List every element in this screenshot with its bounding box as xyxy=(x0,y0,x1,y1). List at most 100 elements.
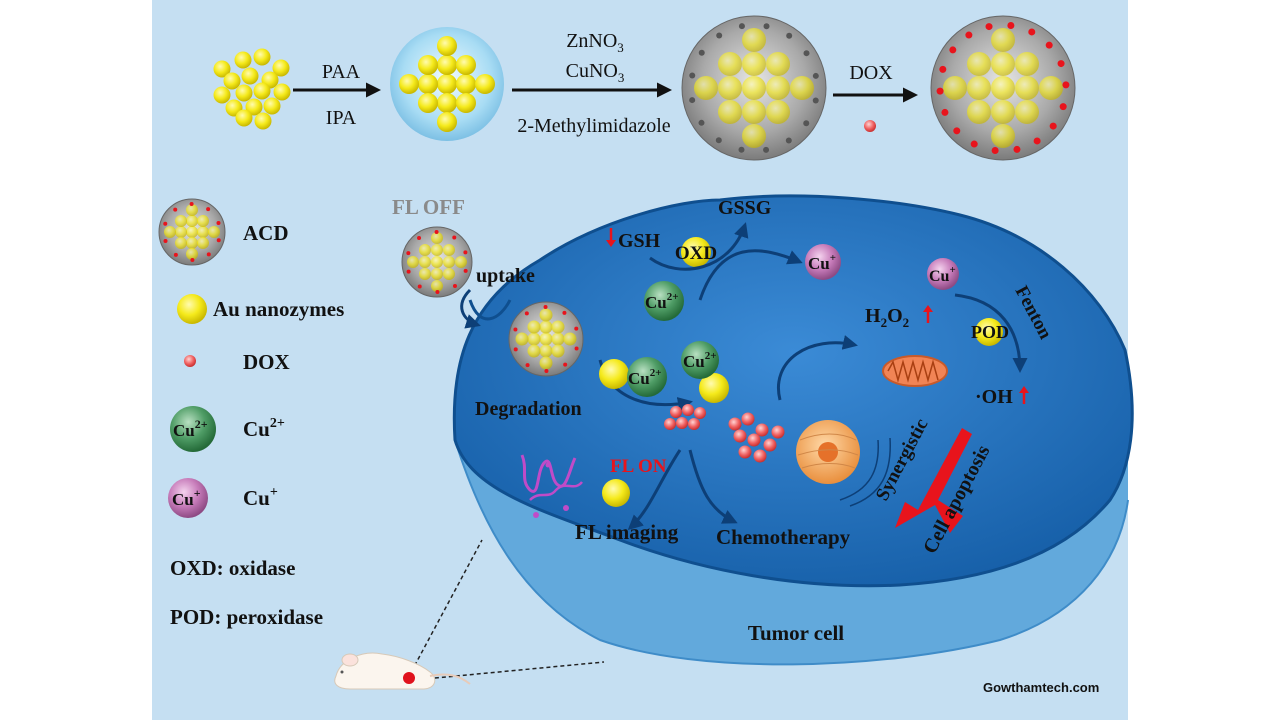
au-core-particle xyxy=(742,100,766,124)
au-core-particle xyxy=(186,204,198,216)
au-core-particle xyxy=(437,74,457,94)
au-core-particle xyxy=(551,344,565,358)
dox-molecule xyxy=(733,429,747,443)
dox-loaded-dot xyxy=(435,289,440,294)
shell-pore xyxy=(763,23,770,30)
au-core-particle xyxy=(1039,76,1063,100)
dox-loaded-dot xyxy=(1007,21,1015,29)
acd-particle-final xyxy=(930,15,1076,161)
svg-text:Cu2+: Cu2+ xyxy=(683,350,717,371)
svg-text:OXD: OXD xyxy=(675,243,717,264)
fl-on-label: FL ON xyxy=(610,456,667,477)
dox-molecule xyxy=(664,418,676,430)
chemo-to-h2o2-arrow xyxy=(777,335,858,401)
au-core-particle xyxy=(551,320,565,334)
dox-loaded-dot xyxy=(1045,41,1053,49)
dox-loaded-dot xyxy=(417,284,422,289)
au-core-particle xyxy=(443,244,455,256)
dox-loaded-dot xyxy=(173,207,178,212)
step2-label-cuno3: CuNO3 xyxy=(566,60,625,85)
svg-text:ACD: ACD xyxy=(243,221,289,245)
nucleus xyxy=(796,420,891,507)
au-core-particle xyxy=(991,124,1015,148)
au-core-particle xyxy=(694,76,718,100)
dox-loaded-dot xyxy=(953,127,961,135)
au-nanoparticle xyxy=(235,109,253,127)
dox-loaded-dot xyxy=(434,230,439,235)
au-core-particle xyxy=(437,93,457,113)
au-core-particle xyxy=(551,332,565,346)
au-core-particle xyxy=(967,100,991,124)
legend-acd: ACD xyxy=(158,198,289,266)
dox-loaded-dot xyxy=(574,346,579,351)
dox-loaded-dot xyxy=(563,362,568,367)
legend-cu2: Cu2+ Cu2+ xyxy=(170,406,285,452)
dox-loaded-dot xyxy=(216,220,221,225)
dox-molecule xyxy=(755,423,769,437)
au-core-particle xyxy=(399,74,419,94)
dox-molecule xyxy=(771,425,785,439)
hydroxyl-radical-label: ·OH xyxy=(975,386,1013,408)
au-core-particle xyxy=(197,215,209,227)
au-core-particle xyxy=(456,55,476,75)
au-core-particle xyxy=(418,55,438,75)
au-core-particle xyxy=(718,52,742,76)
dox-molecule xyxy=(694,407,706,419)
au-core-particle xyxy=(1015,100,1039,124)
legend-oxd: OXD: oxidase xyxy=(170,556,295,580)
connector-line-left xyxy=(407,539,483,679)
au-core-particle xyxy=(475,74,495,94)
au-core-particle xyxy=(437,55,457,75)
chemotherapy-label: Chemotherapy xyxy=(716,525,851,549)
au-core-particle xyxy=(766,76,790,100)
shell-pore xyxy=(803,120,810,127)
shell-pore xyxy=(698,119,705,126)
tumor-cell-label: Tumor cell xyxy=(748,621,844,645)
au-nanoparticle xyxy=(263,97,281,115)
au-core-particle xyxy=(456,74,476,94)
au-core-particle xyxy=(456,93,476,113)
svg-text:Cu+: Cu+ xyxy=(243,485,278,510)
svg-text:Au nanozymes: Au nanozymes xyxy=(213,297,344,321)
dox-loaded-dot xyxy=(991,147,999,155)
step3-label-dox: DOX xyxy=(849,62,893,84)
dox-molecule xyxy=(741,412,755,426)
au-nanoparticle xyxy=(241,67,259,85)
dox-molecule xyxy=(747,433,761,447)
dox-loaded-dot xyxy=(1028,28,1036,36)
dox-loaded-dot xyxy=(1013,145,1021,153)
acd-particle-uptake xyxy=(401,226,473,298)
dox-loaded-dot xyxy=(173,252,178,257)
au-core-particle xyxy=(431,280,443,292)
fl-imaging-label: FL imaging xyxy=(575,520,679,544)
shell-pore xyxy=(812,72,819,79)
dox-molecule xyxy=(753,449,767,463)
step1-label-paa: PAA xyxy=(322,61,361,83)
dox-loaded-dot xyxy=(544,368,549,373)
svg-text:Cu2+: Cu2+ xyxy=(645,291,679,312)
au-core-particle xyxy=(437,112,457,132)
dox-loaded-dot xyxy=(513,347,518,352)
gsh-to-gssg-arrow xyxy=(649,222,749,271)
connector-line-bottom xyxy=(413,661,605,681)
dox-loaded-dot xyxy=(562,310,567,315)
au-core-particle xyxy=(539,332,553,346)
dox-loaded-dot xyxy=(206,252,211,257)
au-nanoparticle xyxy=(223,72,241,90)
au-nanoparticle xyxy=(213,60,231,78)
au-core-particle xyxy=(186,248,198,260)
au-core-particle xyxy=(186,237,198,249)
gssg-label: GSSG xyxy=(718,197,772,219)
fl-off-label: FL OFF xyxy=(392,195,465,219)
dox-loaded-dot xyxy=(1059,103,1067,111)
svg-text:Cu2+: Cu2+ xyxy=(173,417,208,440)
au-core-particle xyxy=(407,256,419,268)
svg-text:Cu2+: Cu2+ xyxy=(628,367,662,388)
au-nanoparticle xyxy=(234,51,252,69)
au-core-particle xyxy=(742,76,766,100)
paa-coated-particle xyxy=(390,27,504,141)
dox-molecule xyxy=(676,417,688,429)
au-core-particle xyxy=(539,356,553,370)
au-core-particle xyxy=(418,93,438,113)
